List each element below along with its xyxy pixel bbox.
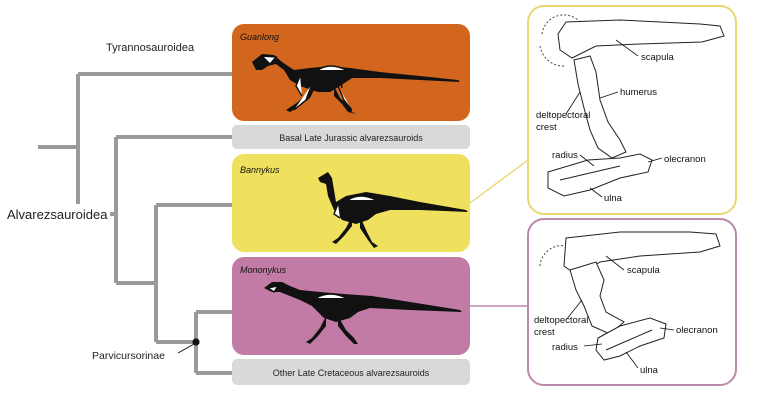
label-tyrannosauroidea: Tyrannosauroidea — [106, 42, 195, 54]
label-alvarezsauroidea: Alvarezsauroidea — [7, 207, 108, 222]
bannykus-forelimb-drawing — [539, 14, 725, 197]
leader-lines-top — [565, 39, 663, 198]
label-humerus-top: humerus — [620, 87, 657, 98]
parvicursorinae-pointer — [177, 343, 195, 354]
label-radius-bottom: radius — [552, 342, 578, 353]
mononykus-forelimb-drawing — [539, 231, 721, 361]
scapula-bone-top — [557, 19, 725, 59]
label-deltopectoral-bottom: deltopectoral — [534, 315, 588, 326]
label-olecranon-top: olecranon — [664, 154, 706, 165]
label-deltopectoral-top: deltopectoral — [536, 110, 590, 121]
humerus-bone-top — [573, 55, 627, 159]
bannykus-skeleton — [318, 172, 468, 248]
label-scapula-top: scapula — [641, 52, 674, 63]
phylogenetic-tree — [38, 72, 232, 375]
label-ulna-bottom: ulna — [640, 365, 659, 376]
label-crest-top: crest — [536, 122, 557, 133]
mononykus-skeleton — [264, 282, 462, 344]
label-parvicursorinae: Parvicursorinae — [92, 350, 165, 362]
label-ulna-top: ulna — [604, 193, 623, 204]
label-olecranon-bottom: olecranon — [676, 325, 718, 336]
taxon-guanlong: Guanlong — [240, 32, 279, 42]
taxon-mononykus: Mononykus — [240, 265, 287, 275]
bar-other-cretaceous — [232, 359, 470, 385]
label-backdrop — [0, 204, 110, 224]
radius-ulna-top — [547, 153, 653, 197]
leader-lines-bottom — [565, 255, 675, 369]
label-scapula-bottom: scapula — [627, 265, 660, 276]
parvicursorinae-node-dot — [192, 338, 200, 346]
bar-basal-label: Basal Late Jurassic alvarezsauroids — [279, 133, 423, 143]
connector-bannykus-callout — [469, 159, 529, 204]
bar-basal-jurassic — [232, 125, 470, 149]
bar-other-label: Other Late Cretaceous alvarezsauroids — [273, 368, 430, 378]
guanlong-skeleton — [252, 54, 460, 114]
taxon-bannykus: Bannykus — [240, 165, 280, 175]
label-radius-top: radius — [552, 150, 578, 161]
label-crest-bottom: crest — [534, 327, 555, 338]
